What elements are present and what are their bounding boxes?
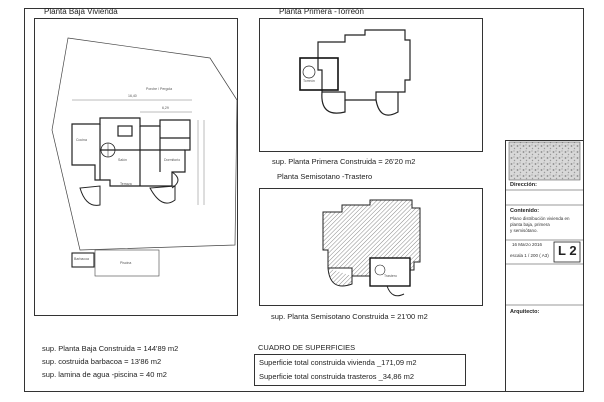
sup-semisotano-text: sup. Planta Semisotano Construida = 21'0… xyxy=(271,312,428,321)
sup-lamina-text: sup. lamina de agua -piscina = 40 m2 xyxy=(42,370,167,379)
contenido-line-3: y semisótano. xyxy=(510,228,538,233)
fecha-text: 16 Marzo 2016 xyxy=(512,242,543,247)
sup-baja-text: sup. Planta Baja Construida = 144'89 m2 xyxy=(42,344,179,353)
dim-total-label: 16,40 xyxy=(128,94,137,98)
planta-baja-plan xyxy=(71,117,191,187)
direccion-label: Dirección: xyxy=(510,182,537,188)
trastero-label: Trastero xyxy=(384,274,397,278)
dim-partial-label: 6,29 xyxy=(162,106,169,110)
trastero-room xyxy=(369,257,411,287)
planta-baja-title: Planta Baja Vivienda xyxy=(44,7,118,16)
dormitorio-label: Dormitorio xyxy=(164,158,181,162)
contenido-line-2: planta baja, primera xyxy=(510,222,550,227)
cuadro-title: CUADRO DE SUPERFICIES xyxy=(258,343,356,352)
barbacoa-label: Barbacoa xyxy=(74,257,89,261)
torreon-label: Torreón xyxy=(303,79,315,83)
semisotano-stair xyxy=(374,264,386,276)
sheet-number-box xyxy=(553,241,581,263)
total-vivienda-text: Superficie total construida vivienda _17… xyxy=(259,358,417,367)
planta-semisotano-title: Planta Semisotano -Trastero xyxy=(277,172,373,181)
planta-primera-title: Planta Primera -Torreón xyxy=(279,7,364,16)
barbacoa-block xyxy=(71,252,95,268)
planta-semisotano-plan xyxy=(322,199,421,297)
sheet-number: L 2 xyxy=(558,243,577,258)
sup-primera-text: sup. Planta Primera Construida = 26'20 m… xyxy=(272,157,416,166)
torreon-core xyxy=(299,57,339,91)
title-block-frame xyxy=(505,140,584,392)
piscina-label: Piscina xyxy=(120,261,132,265)
terrace-right xyxy=(149,185,176,204)
planta-primera-plan xyxy=(317,29,411,116)
terraza-label: Terraza xyxy=(120,182,132,186)
escala-text: escala 1 / 200 ( A3) xyxy=(510,253,549,258)
cocina-label: Cocina xyxy=(76,138,87,142)
contenido-line-1: Plano distribución vivienda en xyxy=(510,216,570,221)
total-trasteros-text: Superficie total construida trasteros _3… xyxy=(259,372,415,381)
terrace-left xyxy=(79,185,101,206)
sup-barbacoa-text: sup. costruida barbacoa = 13'86 m2 xyxy=(42,357,162,366)
salon-label: Salón xyxy=(118,158,127,162)
plot-boundary xyxy=(51,37,238,251)
cuadro-box xyxy=(254,354,466,386)
piscina-outline xyxy=(94,249,160,277)
left-panel-frame xyxy=(34,18,238,316)
top-center-panel-frame xyxy=(259,18,483,152)
semisotano-panel-frame xyxy=(259,188,483,306)
terrace-bulge xyxy=(171,171,179,189)
pergola-label: Porche / Pergola xyxy=(146,87,173,91)
torreon-stair xyxy=(302,65,316,79)
location-image xyxy=(508,141,581,181)
contenido-label: Contenido: xyxy=(510,208,540,214)
arquitecto-label: Arquitecto: xyxy=(510,309,540,315)
